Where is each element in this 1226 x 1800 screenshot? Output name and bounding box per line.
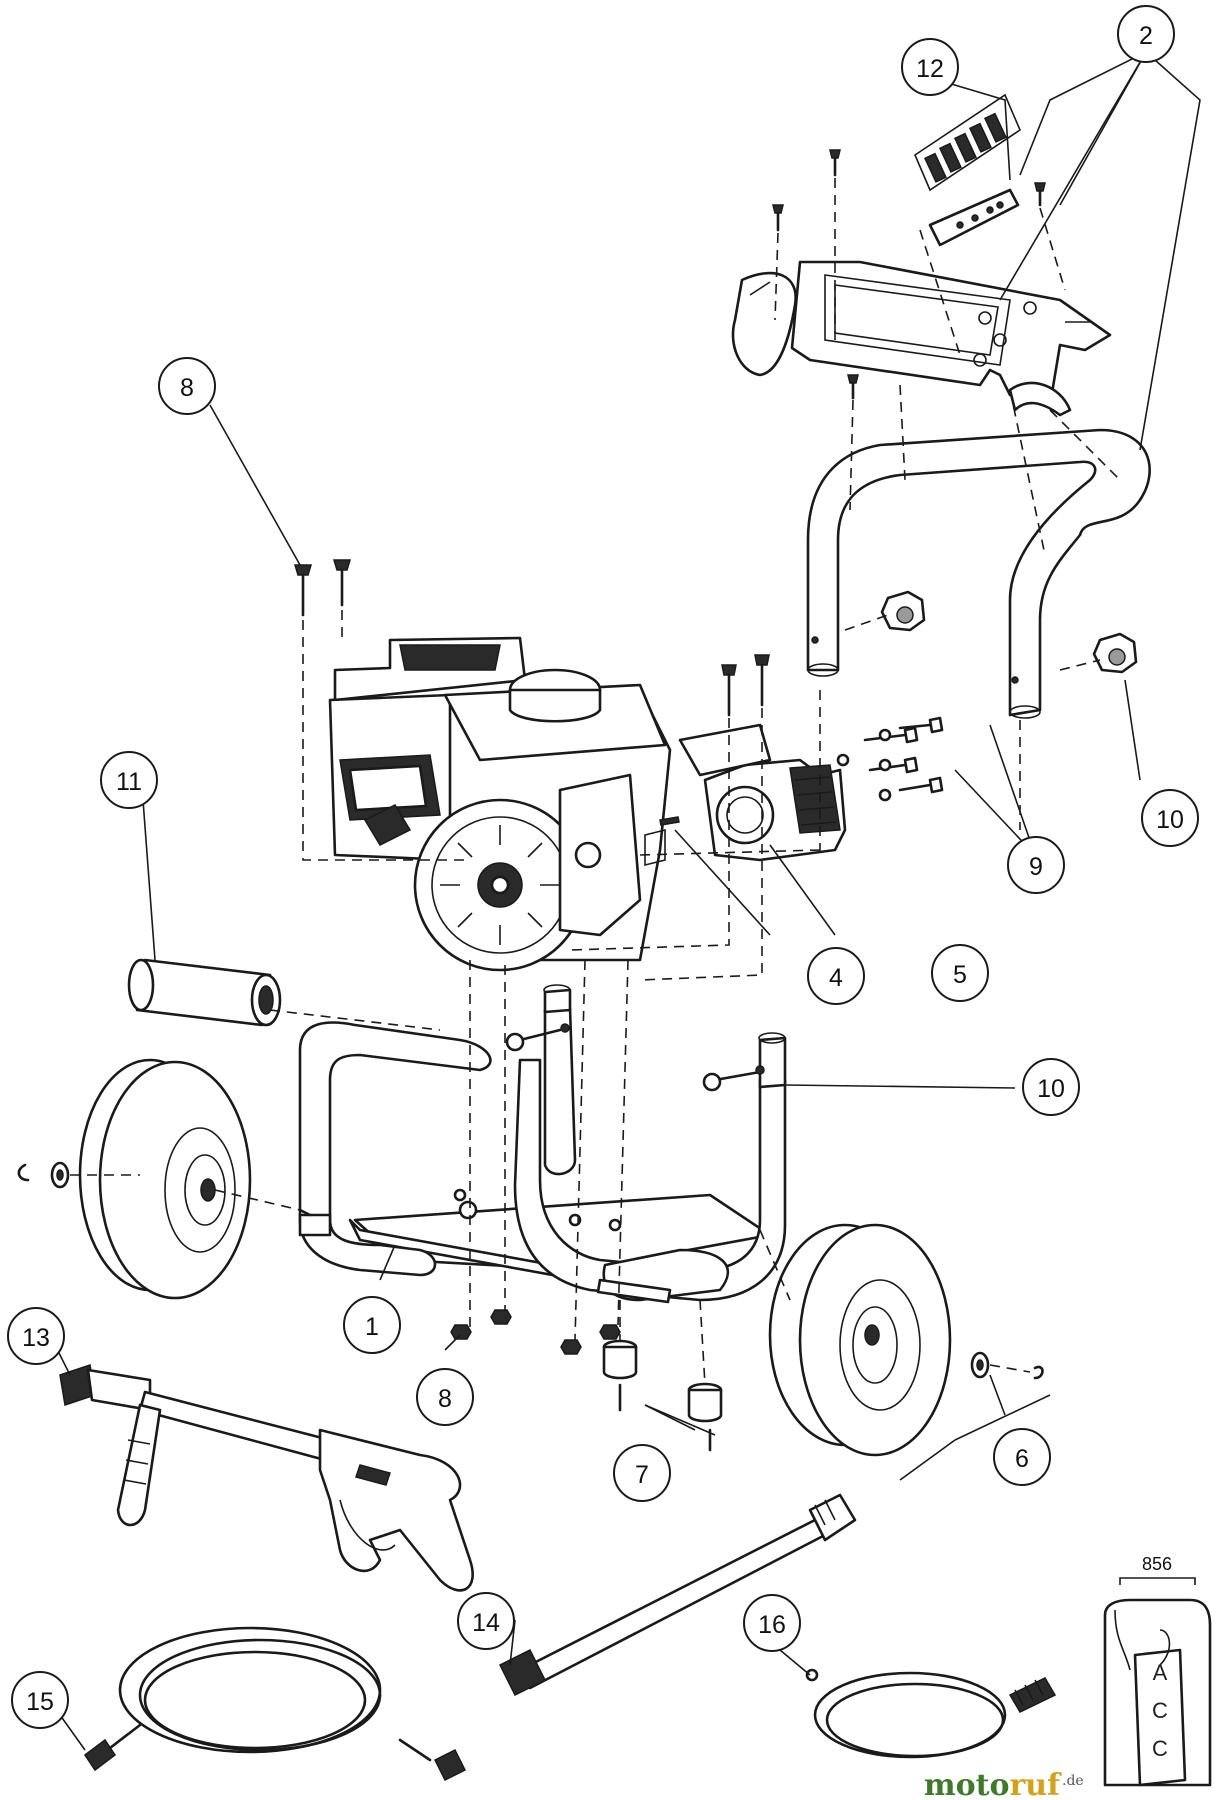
callout-6-label: 6 [1015,1445,1029,1473]
callout-6: 6 [993,1428,1051,1486]
spray-gun [59,1364,474,1592]
callout-13: 13 [7,1307,65,1365]
panel-screws [772,149,1046,400]
frame [298,984,787,1304]
callout-13-label: 13 [22,1324,50,1352]
callout-8-bottom-label: 8 [438,1385,452,1413]
callout-2: 2 [1117,5,1175,63]
nozzle-tips [914,93,1021,247]
accessory-letter-2: C [1152,1698,1168,1723]
leader-lines [54,51,1201,1751]
frame-nuts [450,1309,621,1355]
svg-text:motoruf: motoruf [924,1768,1062,1800]
engine [328,636,672,972]
callout-5: 5 [931,944,989,1002]
callout-10-bottom-label: 10 [1037,1075,1065,1103]
axle-washers [17,1161,1044,1380]
callout-14-label: 14 [472,1609,500,1637]
accessory-box-number: 856 [1142,1554,1172,1574]
callout-14: 14 [457,1592,515,1650]
callout-5-label: 5 [953,961,967,989]
detergent-hose [805,1668,1057,1759]
accessory-letter-3: C [1152,1736,1168,1761]
engine-bolts [293,559,352,617]
callout-1: 1 [343,1296,401,1354]
watermark-part1: moto [924,1768,1010,1800]
callout-8-top: 8 [158,357,216,415]
watermark-logo: motoruf .de [924,1768,1084,1800]
callout-9-label: 9 [1029,853,1043,881]
callout-9: 9 [1007,836,1065,894]
alignment-lines [70,178,1121,1386]
high-pressure-hose [83,1626,467,1782]
wheel-right [768,1223,952,1457]
pump [678,654,847,862]
handle-knob [880,590,1138,674]
callout-7: 7 [613,1444,671,1502]
spray-wand [498,1493,857,1697]
callout-10-top-label: 10 [1156,806,1184,834]
callout-16: 16 [743,1594,801,1652]
control-panel [731,260,1112,417]
callout-8-top-label: 8 [180,374,194,402]
frame-bolts [505,1023,765,1092]
callout-7-label: 7 [635,1461,649,1489]
callout-10-top: 10 [1141,789,1199,847]
handle-sleeve [127,958,282,1027]
callout-4: 4 [807,947,865,1005]
callout-16-label: 16 [758,1611,786,1639]
accessory-letter-1: A [1153,1660,1168,1685]
callout-12-label: 12 [916,55,944,83]
callout-4-label: 4 [829,964,843,992]
callout-1-label: 1 [365,1313,379,1341]
shaft-key [659,816,680,826]
handle [806,428,1151,719]
watermark-part2: ruf [1009,1768,1062,1800]
callout-15: 15 [11,1671,69,1729]
callout-11: 11 [100,751,158,809]
callout-2-label: 2 [1139,22,1153,50]
wheel-left [78,1058,312,1300]
callout-8-bottom: 8 [416,1368,474,1426]
callout-12: 12 [901,38,959,96]
callout-15-label: 15 [26,1688,54,1716]
watermark-suffix: .de [1062,1773,1084,1789]
callout-11-label: 11 [116,768,142,796]
pump-bolts [836,716,944,802]
accessory-box [1103,1598,1212,1787]
callout-10-bottom: 10 [1022,1058,1080,1116]
